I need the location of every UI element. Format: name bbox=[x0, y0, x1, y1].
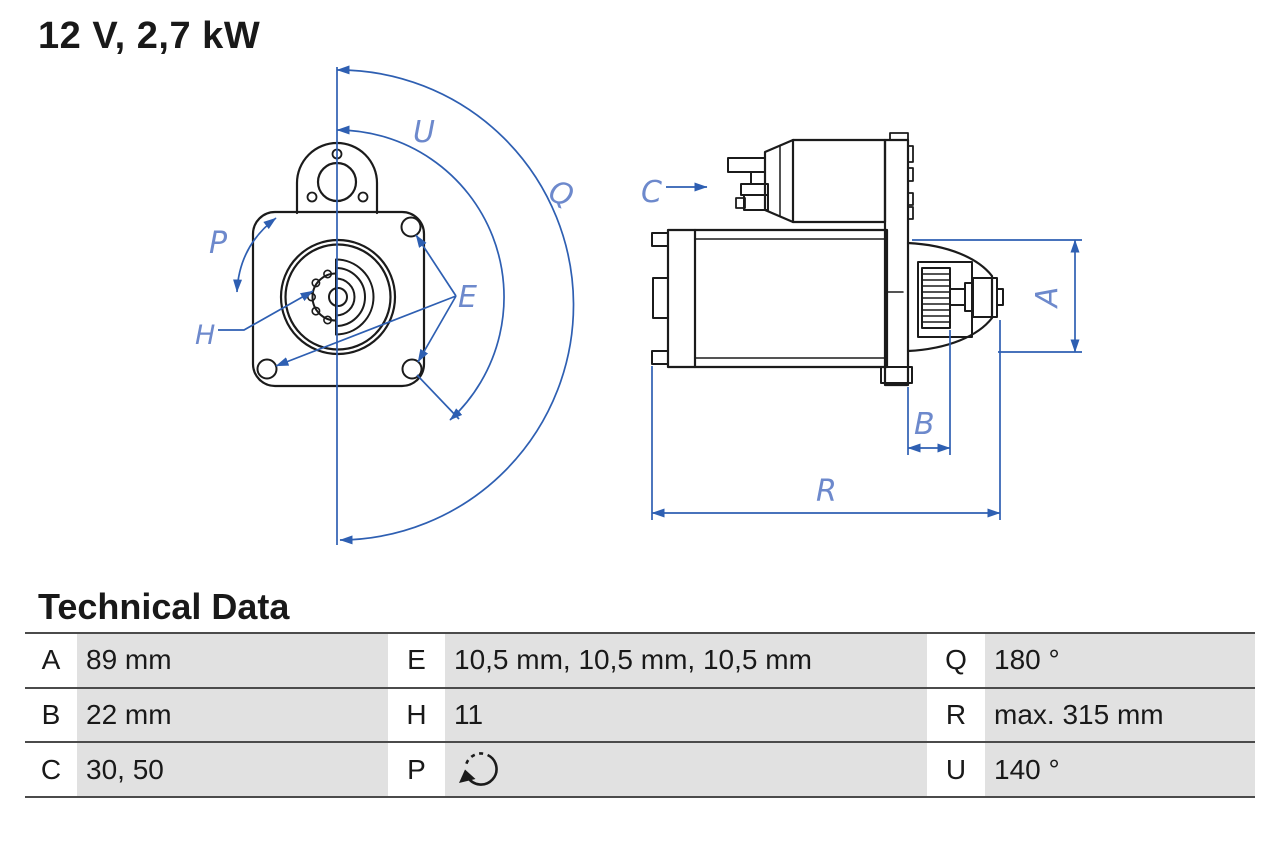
front-view-drawing bbox=[251, 141, 426, 388]
dim-label-a: A bbox=[1030, 287, 1065, 310]
param-value bbox=[445, 743, 927, 797]
gear-tooth bbox=[311, 278, 321, 288]
rotation-direction-icon bbox=[459, 751, 498, 786]
dim-label-b: B bbox=[914, 407, 935, 442]
dim-arc-q bbox=[336, 65, 575, 545]
boss-outer-ring bbox=[279, 238, 397, 356]
param-key: C bbox=[25, 743, 77, 797]
param-key: B bbox=[25, 688, 77, 742]
bolt-hole-bottom-left bbox=[256, 358, 278, 380]
dim-arc-u bbox=[336, 125, 505, 421]
leader-h bbox=[218, 290, 314, 331]
leader-e-bottom-right bbox=[417, 295, 457, 363]
technical-data-table: A 89 mm E 10,5 mm, 10,5 mm, 10,5 mm Q 18… bbox=[25, 632, 1255, 799]
table-row: B 22 mm H 11 R max. 315 mm bbox=[25, 688, 1255, 744]
dim-u-extension bbox=[416, 374, 460, 420]
solenoid-body bbox=[791, 138, 887, 224]
dim-label-e: E bbox=[458, 280, 477, 315]
table-row: A 89 mm E 10,5 mm, 10,5 mm, 10,5 mm Q 18… bbox=[25, 634, 1255, 689]
dim-label-q: Q bbox=[544, 174, 577, 215]
param-key: U bbox=[927, 743, 985, 797]
dimension-annotations bbox=[218, 65, 1082, 545]
param-key: P bbox=[388, 743, 445, 797]
table-row: C 30, 50 P U 140 ° bbox=[25, 743, 1255, 799]
output-shaft bbox=[949, 288, 966, 306]
solenoid-cap bbox=[763, 138, 795, 224]
gear-tooth bbox=[323, 269, 333, 279]
param-value: 22 mm bbox=[77, 688, 388, 742]
shaft-center-hole bbox=[328, 287, 348, 307]
solenoid-terminal-2 bbox=[750, 171, 766, 185]
gear-tooth bbox=[323, 315, 333, 325]
bolt-hole-top-right bbox=[400, 216, 422, 238]
param-key: Q bbox=[927, 634, 985, 687]
dim-label-c: C bbox=[641, 175, 662, 210]
flange-outline bbox=[251, 210, 426, 388]
shaft-tip bbox=[996, 288, 1004, 306]
gear-housing bbox=[917, 261, 973, 338]
rotation-arrow-p bbox=[233, 217, 277, 293]
dim-label-r: R bbox=[816, 474, 837, 509]
param-key: R bbox=[927, 688, 985, 742]
leader-e-bottom-left bbox=[275, 295, 457, 367]
dimension-labels: U Q P H E C A B R bbox=[195, 115, 1065, 509]
param-key: H bbox=[388, 688, 445, 742]
technical-drawing: U Q P H E C A B R bbox=[195, 65, 1082, 545]
shaft-end-block bbox=[972, 277, 998, 318]
body-tab-top bbox=[651, 232, 669, 247]
page-title: 12 V, 2,7 kW bbox=[38, 15, 261, 57]
solenoid-terminal-4 bbox=[743, 194, 769, 211]
solenoid-terminal-1 bbox=[727, 157, 766, 173]
param-value: 30, 50 bbox=[77, 743, 388, 797]
dim-label-h: H bbox=[195, 320, 215, 351]
param-value: max. 315 mm bbox=[985, 688, 1255, 742]
dim-label-p: P bbox=[209, 226, 228, 261]
param-value: 11 bbox=[445, 688, 927, 742]
section-heading: Technical Data bbox=[38, 586, 290, 627]
dim-label-u: U bbox=[413, 115, 435, 150]
side-view-drawing bbox=[651, 132, 1004, 387]
solenoid-terminal-5 bbox=[735, 197, 746, 209]
ear-small-hole-right bbox=[357, 191, 369, 203]
boss-right-arc-2 bbox=[335, 267, 366, 327]
param-value: 89 mm bbox=[77, 634, 388, 687]
param-value: 180 ° bbox=[985, 634, 1255, 687]
flange-plate bbox=[883, 138, 910, 387]
gear-tooth bbox=[311, 306, 321, 316]
ear-small-hole-left bbox=[306, 191, 318, 203]
body-block-left bbox=[652, 277, 669, 319]
pinion-gear-semicircle bbox=[311, 272, 337, 322]
flange-foot bbox=[880, 366, 913, 384]
leader-e-top-right bbox=[415, 234, 457, 297]
body-tab-bottom bbox=[651, 350, 669, 365]
param-key: A bbox=[25, 634, 77, 687]
drive-end-bell bbox=[906, 241, 994, 353]
param-key: E bbox=[388, 634, 445, 687]
param-value: 140 ° bbox=[985, 743, 1255, 797]
boss-right-arc-3 bbox=[335, 277, 356, 317]
motor-body bbox=[666, 228, 889, 369]
param-value: 10,5 mm, 10,5 mm, 10,5 mm bbox=[445, 634, 927, 687]
